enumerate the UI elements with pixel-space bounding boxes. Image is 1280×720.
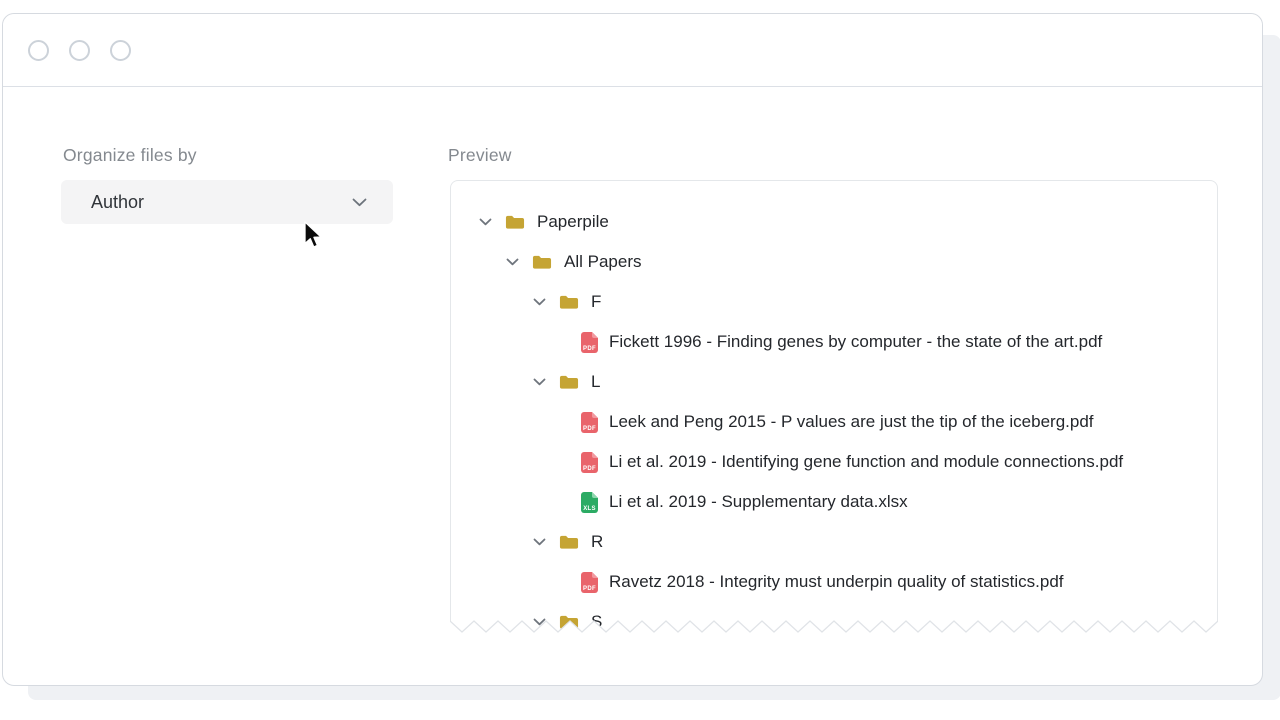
window-control-button[interactable] [110,39,131,61]
svg-text:PDF: PDF [583,346,596,352]
tree-row-label: Li et al. 2019 - Supplementary data.xlsx [609,492,908,511]
tree-row-label: Fickett 1996 - Finding genes by computer… [609,332,1103,351]
file-tree: Paperpile All Papers F [450,202,1218,636]
preview-label: Preview [448,145,512,165]
tree-row-label: R [591,532,604,551]
svg-text:PDF: PDF [583,466,596,472]
tree-row-label: F [591,292,602,311]
tree-row-folder-l[interactable]: L [450,362,1218,402]
tree-row-file[interactable]: PDF Fickett 1996 - Finding genes by comp… [450,322,1218,362]
svg-text:PDF: PDF [583,426,596,432]
tree-row-file[interactable]: PDF Li et al. 2019 - Identifying gene fu… [450,442,1218,482]
window-titlebar [3,14,1262,87]
chevron-down-icon[interactable] [533,378,546,386]
svg-text:PDF: PDF [583,586,596,592]
chevron-down-icon[interactable] [479,218,492,226]
folder-icon [559,535,579,549]
folder-icon [559,295,579,309]
organize-files-dropdown[interactable]: Author [61,180,393,224]
tree-row-label: Paperpile [537,212,609,231]
folder-icon [532,255,552,269]
tree-row-label: Ravetz 2018 - Integrity must underpin qu… [609,572,1064,591]
tree-row-label: S [591,612,603,631]
window-control-button[interactable] [69,39,90,61]
tree-row-file[interactable]: PDF Leek and Peng 2015 - P values are ju… [450,402,1218,442]
chevron-down-icon[interactable] [533,298,546,306]
folder-icon [505,215,525,229]
tree-row-file[interactable]: PDF Ravetz 2018 - Integrity must underpi… [450,562,1218,602]
tree-row-label: Leek and Peng 2015 - P values are just t… [609,412,1094,431]
chevron-down-icon[interactable] [506,258,519,266]
dropdown-selected-value: Author [91,191,145,212]
chevron-down-icon [352,198,367,206]
app-window: Organize files by Author Preview Paperpi… [2,13,1263,686]
pdf-file-icon: PDF [581,331,598,353]
window-control-button[interactable] [28,39,49,61]
pdf-file-icon: PDF [581,451,598,473]
tree-row-label: All Papers [564,252,642,271]
preview-panel: Paperpile All Papers F [450,180,1218,636]
tree-row-file[interactable]: XLS Li et al. 2019 - Supplementary data.… [450,482,1218,522]
pdf-file-icon: PDF [581,411,598,433]
folder-icon [559,375,579,389]
pdf-file-icon: PDF [581,571,598,593]
svg-text:XLS: XLS [583,506,596,512]
tree-row-folder-f[interactable]: F [450,282,1218,322]
chevron-down-icon[interactable] [533,538,546,546]
tree-row-folder-r[interactable]: R [450,522,1218,562]
chevron-down-icon[interactable] [533,618,546,626]
torn-edge [450,620,1218,636]
tree-row-label: Li et al. 2019 - Identifying gene functi… [609,452,1124,471]
tree-row-folder-all-papers[interactable]: All Papers [450,242,1218,282]
organize-files-label: Organize files by [63,145,197,165]
tree-row-label: L [591,372,601,391]
window-body: Organize files by Author Preview Paperpi… [3,88,1262,685]
tree-row-folder-paperpile[interactable]: Paperpile [450,202,1218,242]
xls-file-icon: XLS [581,491,598,513]
